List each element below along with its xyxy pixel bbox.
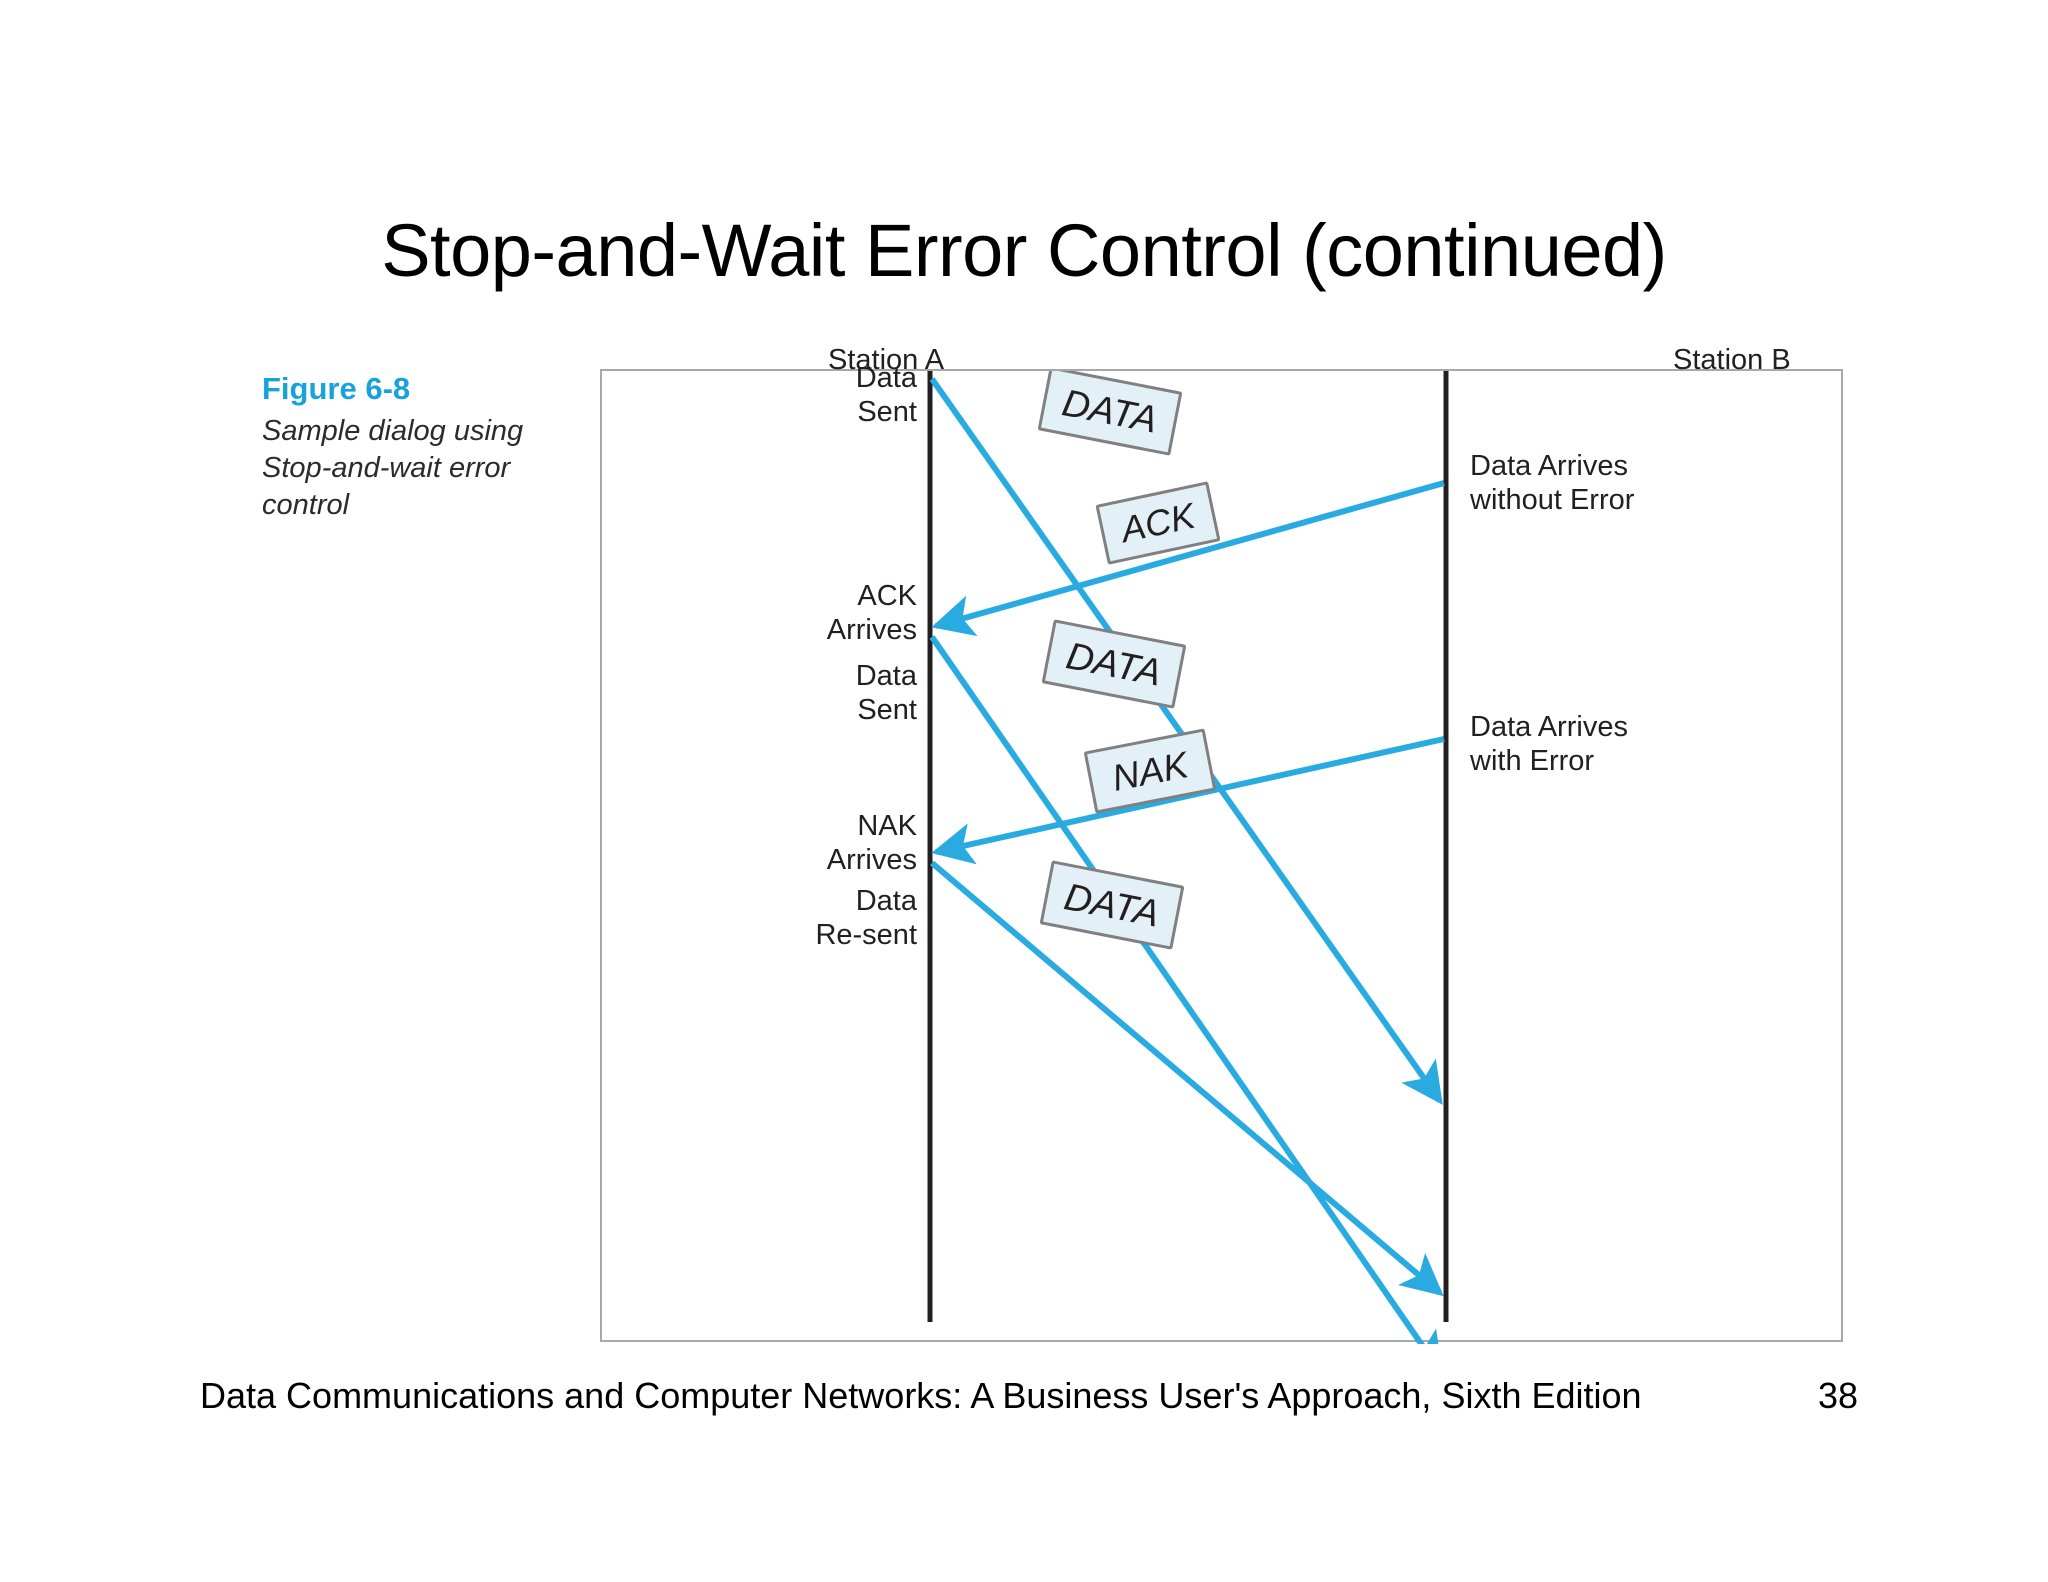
- sequence-diagram: DATA ACK DATA NAK DATA: [927, 371, 1449, 1344]
- page-number: 38: [1818, 1375, 1859, 1416]
- figure-caption-text: Sample dialog using Stop-and-wait error …: [262, 414, 524, 521]
- event-label-nak-arrives: NAK Arrives: [826, 810, 917, 877]
- arrow-data-3: [930, 860, 1444, 1297]
- page-title: Stop-and-Wait Error Control (continued): [381, 209, 1667, 292]
- arrow-ack: [931, 480, 1445, 637]
- slide-footer: Data Communications and Computer Network…: [0, 1375, 2048, 1421]
- packet-tag-ack: ACK: [1095, 481, 1221, 565]
- packet-tag-data-2: DATA: [1041, 619, 1187, 709]
- event-label-ack-arrives: ACK Arrives: [826, 580, 917, 647]
- event-label-data-arrives-with-error: Data Arrives with Error: [1470, 711, 1628, 778]
- figure-caption-block: Figure 6-8 Sample dialog using Stop-and-…: [262, 371, 562, 524]
- arrow-data-2: [929, 635, 1443, 1344]
- footer-text: Data Communications and Computer Network…: [200, 1375, 1642, 1416]
- station-a-header: Station A: [828, 344, 945, 376]
- event-label-data-arrives-without-error: Data Arrives without Error: [1470, 450, 1635, 517]
- packet-tag-nak: NAK: [1084, 728, 1216, 814]
- event-label-data-sent-2: Data Sent: [855, 660, 917, 727]
- packet-tag-data-3: DATA: [1039, 860, 1185, 950]
- event-label-data-sent-1: Data Sent: [855, 362, 917, 429]
- arrow-nak: [931, 736, 1445, 865]
- station-b-header: Station B: [1673, 344, 1791, 376]
- figure-frame: DATA ACK DATA NAK DATA Station A Station…: [600, 344, 1843, 1344]
- figure-number: Figure 6-8: [262, 371, 411, 406]
- event-label-data-resent: Data Re-sent: [815, 885, 917, 952]
- packet-tag-data-1: DATA: [1037, 371, 1183, 456]
